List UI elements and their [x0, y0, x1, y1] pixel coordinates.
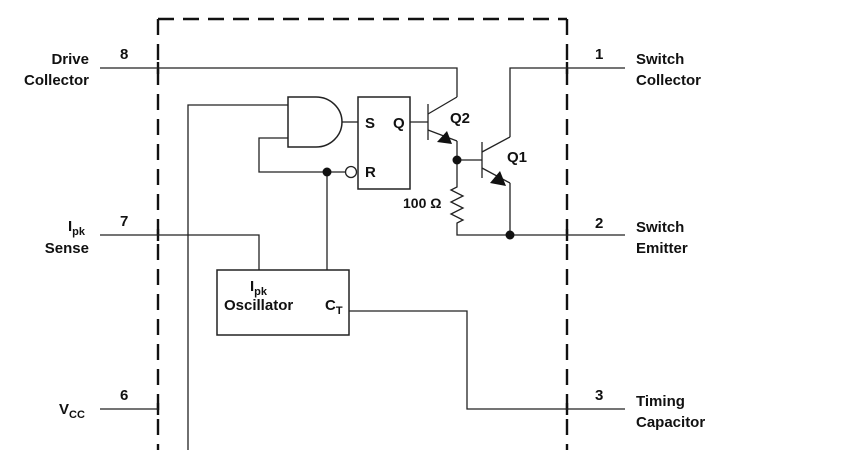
pin-3-name-line1: Timing: [636, 393, 685, 410]
junction-reset-node: [322, 167, 332, 177]
oscillator-block: [216, 269, 350, 336]
pin-7-name-line1: Ipk: [68, 218, 86, 238]
pin-1-name-line1: Switch: [636, 51, 684, 68]
sr-flipflop: [357, 96, 411, 190]
q2-label: Q2: [450, 110, 470, 127]
pin-2-number: 2: [595, 215, 603, 232]
pin-8-number: 8: [120, 46, 128, 63]
wire-and-feedback: [258, 137, 345, 173]
wire-vcc-rail: [187, 104, 288, 450]
pin-3-name-line2: Capacitor: [636, 414, 705, 431]
transistor-q2: [427, 96, 458, 144]
junction-emitter-node: [505, 230, 515, 240]
wire-timing-capacitor: [349, 310, 625, 410]
pin-1-number: 1: [595, 46, 603, 63]
resistor-100-ohm: [449, 160, 510, 236]
and-gate: [287, 96, 343, 148]
pin-7-number: 7: [120, 213, 128, 230]
pin-2-name-line2: Emitter: [636, 240, 688, 257]
transistor-q1: [481, 136, 511, 186]
pin-8-name-line1: Drive: [51, 51, 89, 68]
pin-8-name-line2: Collector: [24, 72, 89, 89]
reset-inversion-bubble: [344, 165, 358, 179]
wire-drive-collector: [100, 67, 458, 97]
flipflop-q-label: Q: [393, 115, 405, 132]
oscillator-name-label: Oscillator: [224, 297, 293, 314]
pin-6-number: 6: [120, 387, 128, 404]
oscillator-ct-label: CT: [325, 297, 343, 317]
pin-6-name: VCC: [59, 401, 85, 421]
resistor-label: 100 Ω: [403, 195, 441, 211]
flipflop-s-label: S: [365, 115, 375, 132]
q1-label: Q1: [507, 149, 527, 166]
pin-7-name-line2: Sense: [45, 240, 89, 257]
pin-3-number: 3: [595, 387, 603, 404]
oscillator-ipk-label: Ipk: [250, 278, 268, 298]
flipflop-r-label: R: [365, 164, 376, 181]
pin-2-name-line1: Switch: [636, 219, 684, 236]
wire-ipk-sense: [100, 234, 260, 270]
wire-switch-collector: [509, 67, 625, 137]
pin-1-name-line2: Collector: [636, 72, 701, 89]
junction-q2-emitter-node: [452, 155, 462, 165]
